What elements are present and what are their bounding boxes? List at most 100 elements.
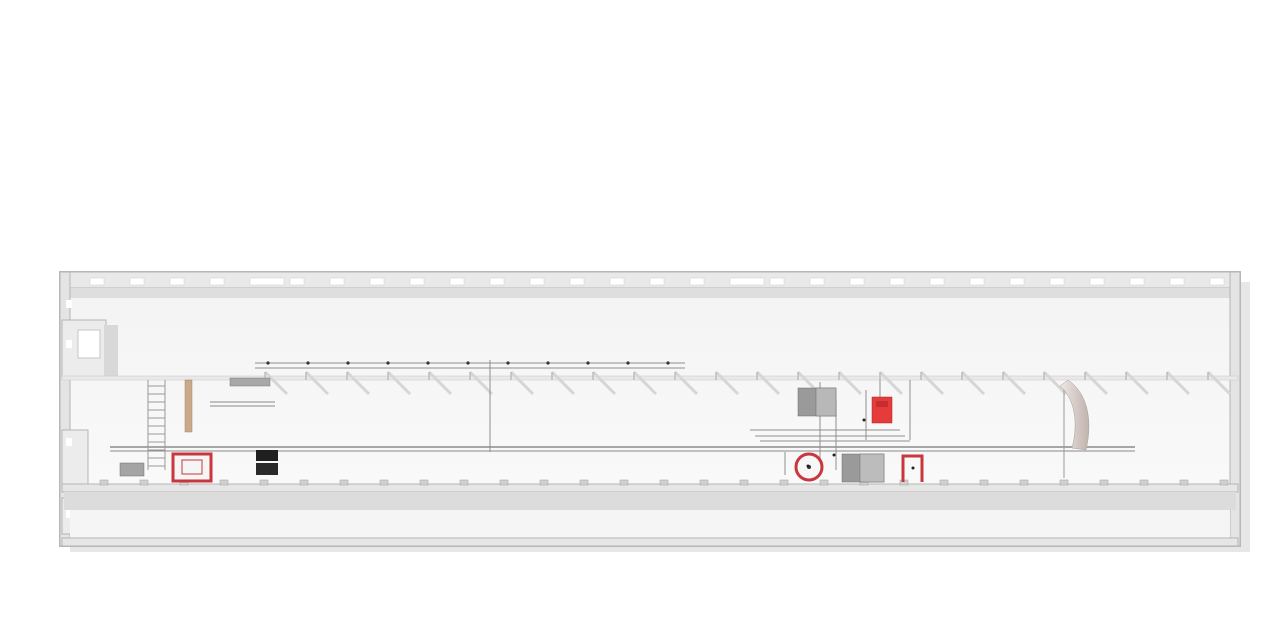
equipment-markers: [806, 418, 915, 470]
skylight: [1089, 277, 1105, 286]
ceiling-beam: [755, 370, 781, 396]
red-framed-equipment: [171, 452, 213, 483]
wall-post: [419, 479, 429, 486]
wall-post: [1099, 479, 1109, 486]
ceiling-beam: [509, 370, 535, 396]
left-entry-block: [61, 300, 118, 535]
skylight: [929, 277, 945, 286]
ceiling-beam: [960, 370, 986, 396]
lower-wall-posts: [99, 479, 1229, 486]
skylight: [729, 277, 765, 286]
ceiling-beam: [304, 370, 330, 396]
ceiling-beam: [1165, 370, 1191, 396]
ceiling-beam: [591, 370, 617, 396]
wall-post: [779, 479, 789, 486]
pipe-fitting: [426, 361, 430, 365]
wall-post: [939, 479, 949, 486]
pipe-fitting: [266, 361, 270, 365]
skylight: [89, 277, 105, 286]
ceiling-beam: [1206, 370, 1232, 396]
skylight: [889, 277, 905, 286]
wall-post: [99, 479, 109, 486]
skylight: [369, 277, 385, 286]
electrical-cabinet: [256, 450, 278, 475]
skylight: [249, 277, 285, 286]
wall-post: [219, 479, 229, 486]
ceiling-beam: [345, 370, 371, 396]
grey-storage-box-lower: [841, 453, 885, 483]
pipe-fitting: [586, 361, 590, 365]
lower-corridor-shadow: [64, 492, 1236, 510]
skylight: [129, 277, 145, 286]
skylights: [89, 277, 1225, 286]
pipe-fitting: [466, 361, 470, 365]
grey-storage-box-upper: [797, 387, 837, 417]
skylight: [209, 277, 225, 286]
ceiling-beam: [263, 370, 289, 396]
ceiling-beam: [673, 370, 699, 396]
wall-post: [339, 479, 349, 486]
skylight: [1169, 277, 1185, 286]
skylight: [689, 277, 705, 286]
pipe-fitting: [386, 361, 390, 365]
ceiling-beam: [632, 370, 658, 396]
top-wall-shadow: [62, 288, 1238, 298]
ceiling-beam: [919, 370, 945, 396]
skylight: [609, 277, 625, 286]
upper-bay-divider: [61, 375, 1239, 381]
wall-post: [619, 479, 629, 486]
ceiling-beam: [386, 370, 412, 396]
skylight: [329, 277, 345, 286]
wall-post: [1059, 479, 1069, 486]
wall-post: [259, 479, 269, 486]
ceiling-beam: [1083, 370, 1109, 396]
red-arch-frame: [901, 454, 924, 482]
ladder: [147, 380, 166, 470]
wall-post: [1019, 479, 1029, 486]
wall-post: [819, 479, 829, 486]
ceiling-beam: [714, 370, 740, 396]
skylight: [289, 277, 305, 286]
ceiling-beam: [468, 370, 494, 396]
skylight: [1049, 277, 1065, 286]
wood-post: [184, 379, 193, 433]
pipe-fitting: [306, 361, 310, 365]
curved-panel: [1059, 379, 1090, 451]
wall-post: [579, 479, 589, 486]
wall-post: [659, 479, 669, 486]
wall-post: [499, 479, 509, 486]
wall-post: [739, 479, 749, 486]
ceiling-beam: [878, 370, 904, 396]
ceiling-beam: [427, 370, 453, 396]
wall-post: [1219, 479, 1229, 486]
ceiling-beam: [1042, 370, 1068, 396]
wall-post: [539, 479, 549, 486]
skylight: [769, 277, 785, 286]
skylight: [569, 277, 585, 286]
pipe-fitting: [546, 361, 550, 365]
skylight: [1129, 277, 1145, 286]
lower-corridor-floor: [70, 510, 1230, 540]
wall-post: [1179, 479, 1189, 486]
skylight: [849, 277, 865, 286]
main-pipeline: [110, 446, 1135, 452]
pipe-fitting: [666, 361, 670, 365]
pipe-fitting: [346, 361, 350, 365]
red-control-box: [871, 396, 893, 424]
skylight: [649, 277, 665, 286]
ceiling-beam: [1001, 370, 1027, 396]
skylight: [809, 277, 825, 286]
wall-post: [459, 479, 469, 486]
wall-post: [299, 479, 309, 486]
wall-post: [979, 479, 989, 486]
skylight: [969, 277, 985, 286]
skylight: [529, 277, 545, 286]
grey-shelf: [210, 377, 275, 407]
ceiling-beam: [1124, 370, 1150, 396]
ceiling-beam: [550, 370, 576, 396]
small-grey-unit: [119, 462, 145, 477]
wall-post: [379, 479, 389, 486]
wall-post: [1139, 479, 1149, 486]
upper-pipe-rack: [255, 360, 685, 452]
